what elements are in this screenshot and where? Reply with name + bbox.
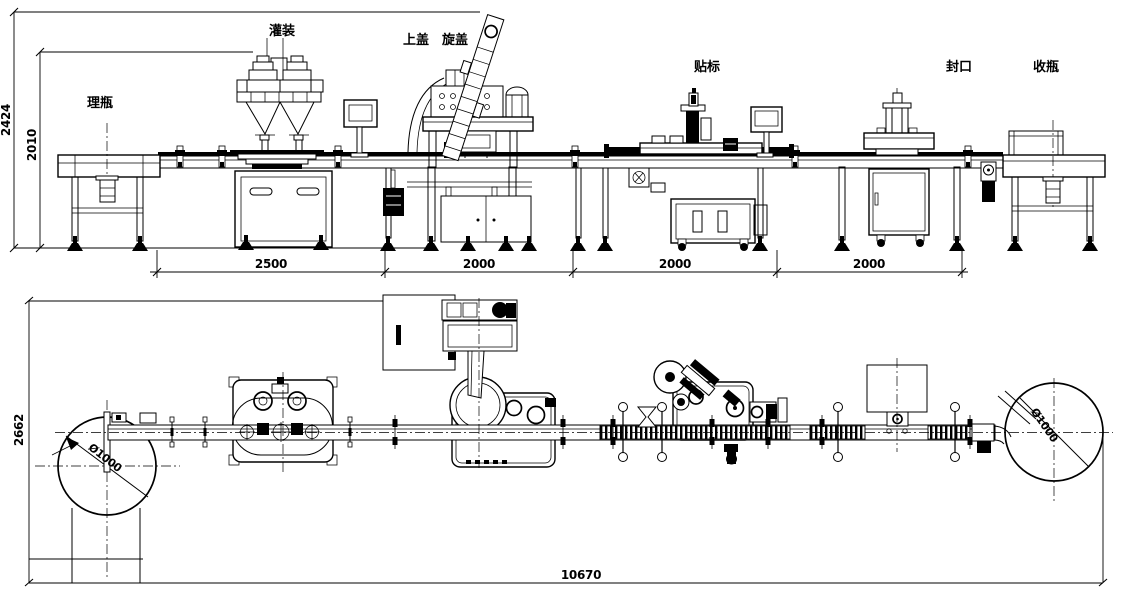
plan-frame: [28, 300, 1104, 583]
machine-labeler: 贴标: [604, 59, 794, 252]
label-unscrambler: 理瓶: [87, 95, 113, 111]
label-collector: 收瓶: [1033, 59, 1059, 75]
front-view: 2424 2010: [0, 7, 1106, 278]
label-filler: 灌装: [269, 23, 295, 39]
plan-capper: [382, 294, 556, 468]
dim-overall-height: 2424: [0, 7, 480, 253]
dim-2000b-text: 2000: [659, 257, 691, 271]
machine-capper: 上盖 旋盖: [383, 13, 537, 251]
dim-2000c-text: 2000: [853, 257, 885, 271]
dim-hopper-height: 2010: [25, 47, 253, 253]
capper-cap-elevator: [441, 13, 505, 162]
plan-turntable-right: Ø1000: [997, 378, 1104, 502]
dim-2000a-text: 2000: [463, 257, 495, 271]
dim-10670-text: 10670: [561, 568, 601, 582]
dim-line-depth: 2662: [12, 296, 34, 587]
filler-head-left: [245, 55, 281, 93]
label-cap-placer: 上盖: [403, 32, 429, 48]
machine-collector: 收瓶: [1002, 59, 1106, 251]
plan-labeler-detail: [636, 359, 788, 465]
filler-hmi: [343, 99, 378, 158]
dim-chain: 2500 2000 2000 2000: [150, 250, 968, 278]
machine-sealer: 封口: [834, 59, 997, 251]
plan-sealer-detail: [886, 411, 909, 427]
conveyor-end-drive: [980, 161, 997, 202]
label-cap-screwer: 旋盖: [441, 32, 468, 48]
dim-2500-text: 2500: [255, 257, 287, 271]
plan-turntable-left: [35, 400, 180, 583]
labeler-hmi: [750, 106, 783, 158]
label-labeler: 贴标: [694, 59, 720, 75]
dim-2424-text: 2424: [0, 104, 13, 136]
dim-2010-text: 2010: [25, 129, 39, 161]
plan-view: Ø1000 Ø1000 2662 10670: [12, 294, 1113, 587]
plan-filler-detail: [239, 422, 320, 442]
capper-under-conveyor-box: [383, 169, 404, 216]
filler-head-right: [279, 55, 315, 93]
machine-unscrambler: 理瓶: [57, 95, 161, 251]
dim-overall-length: 10670: [29, 568, 1108, 587]
dim-2662-text: 2662: [12, 414, 26, 446]
machine-filler: 灌装: [230, 23, 378, 250]
dim-dia-right-text: Ø1000: [1028, 406, 1061, 445]
label-sealer: 封口: [946, 59, 972, 75]
